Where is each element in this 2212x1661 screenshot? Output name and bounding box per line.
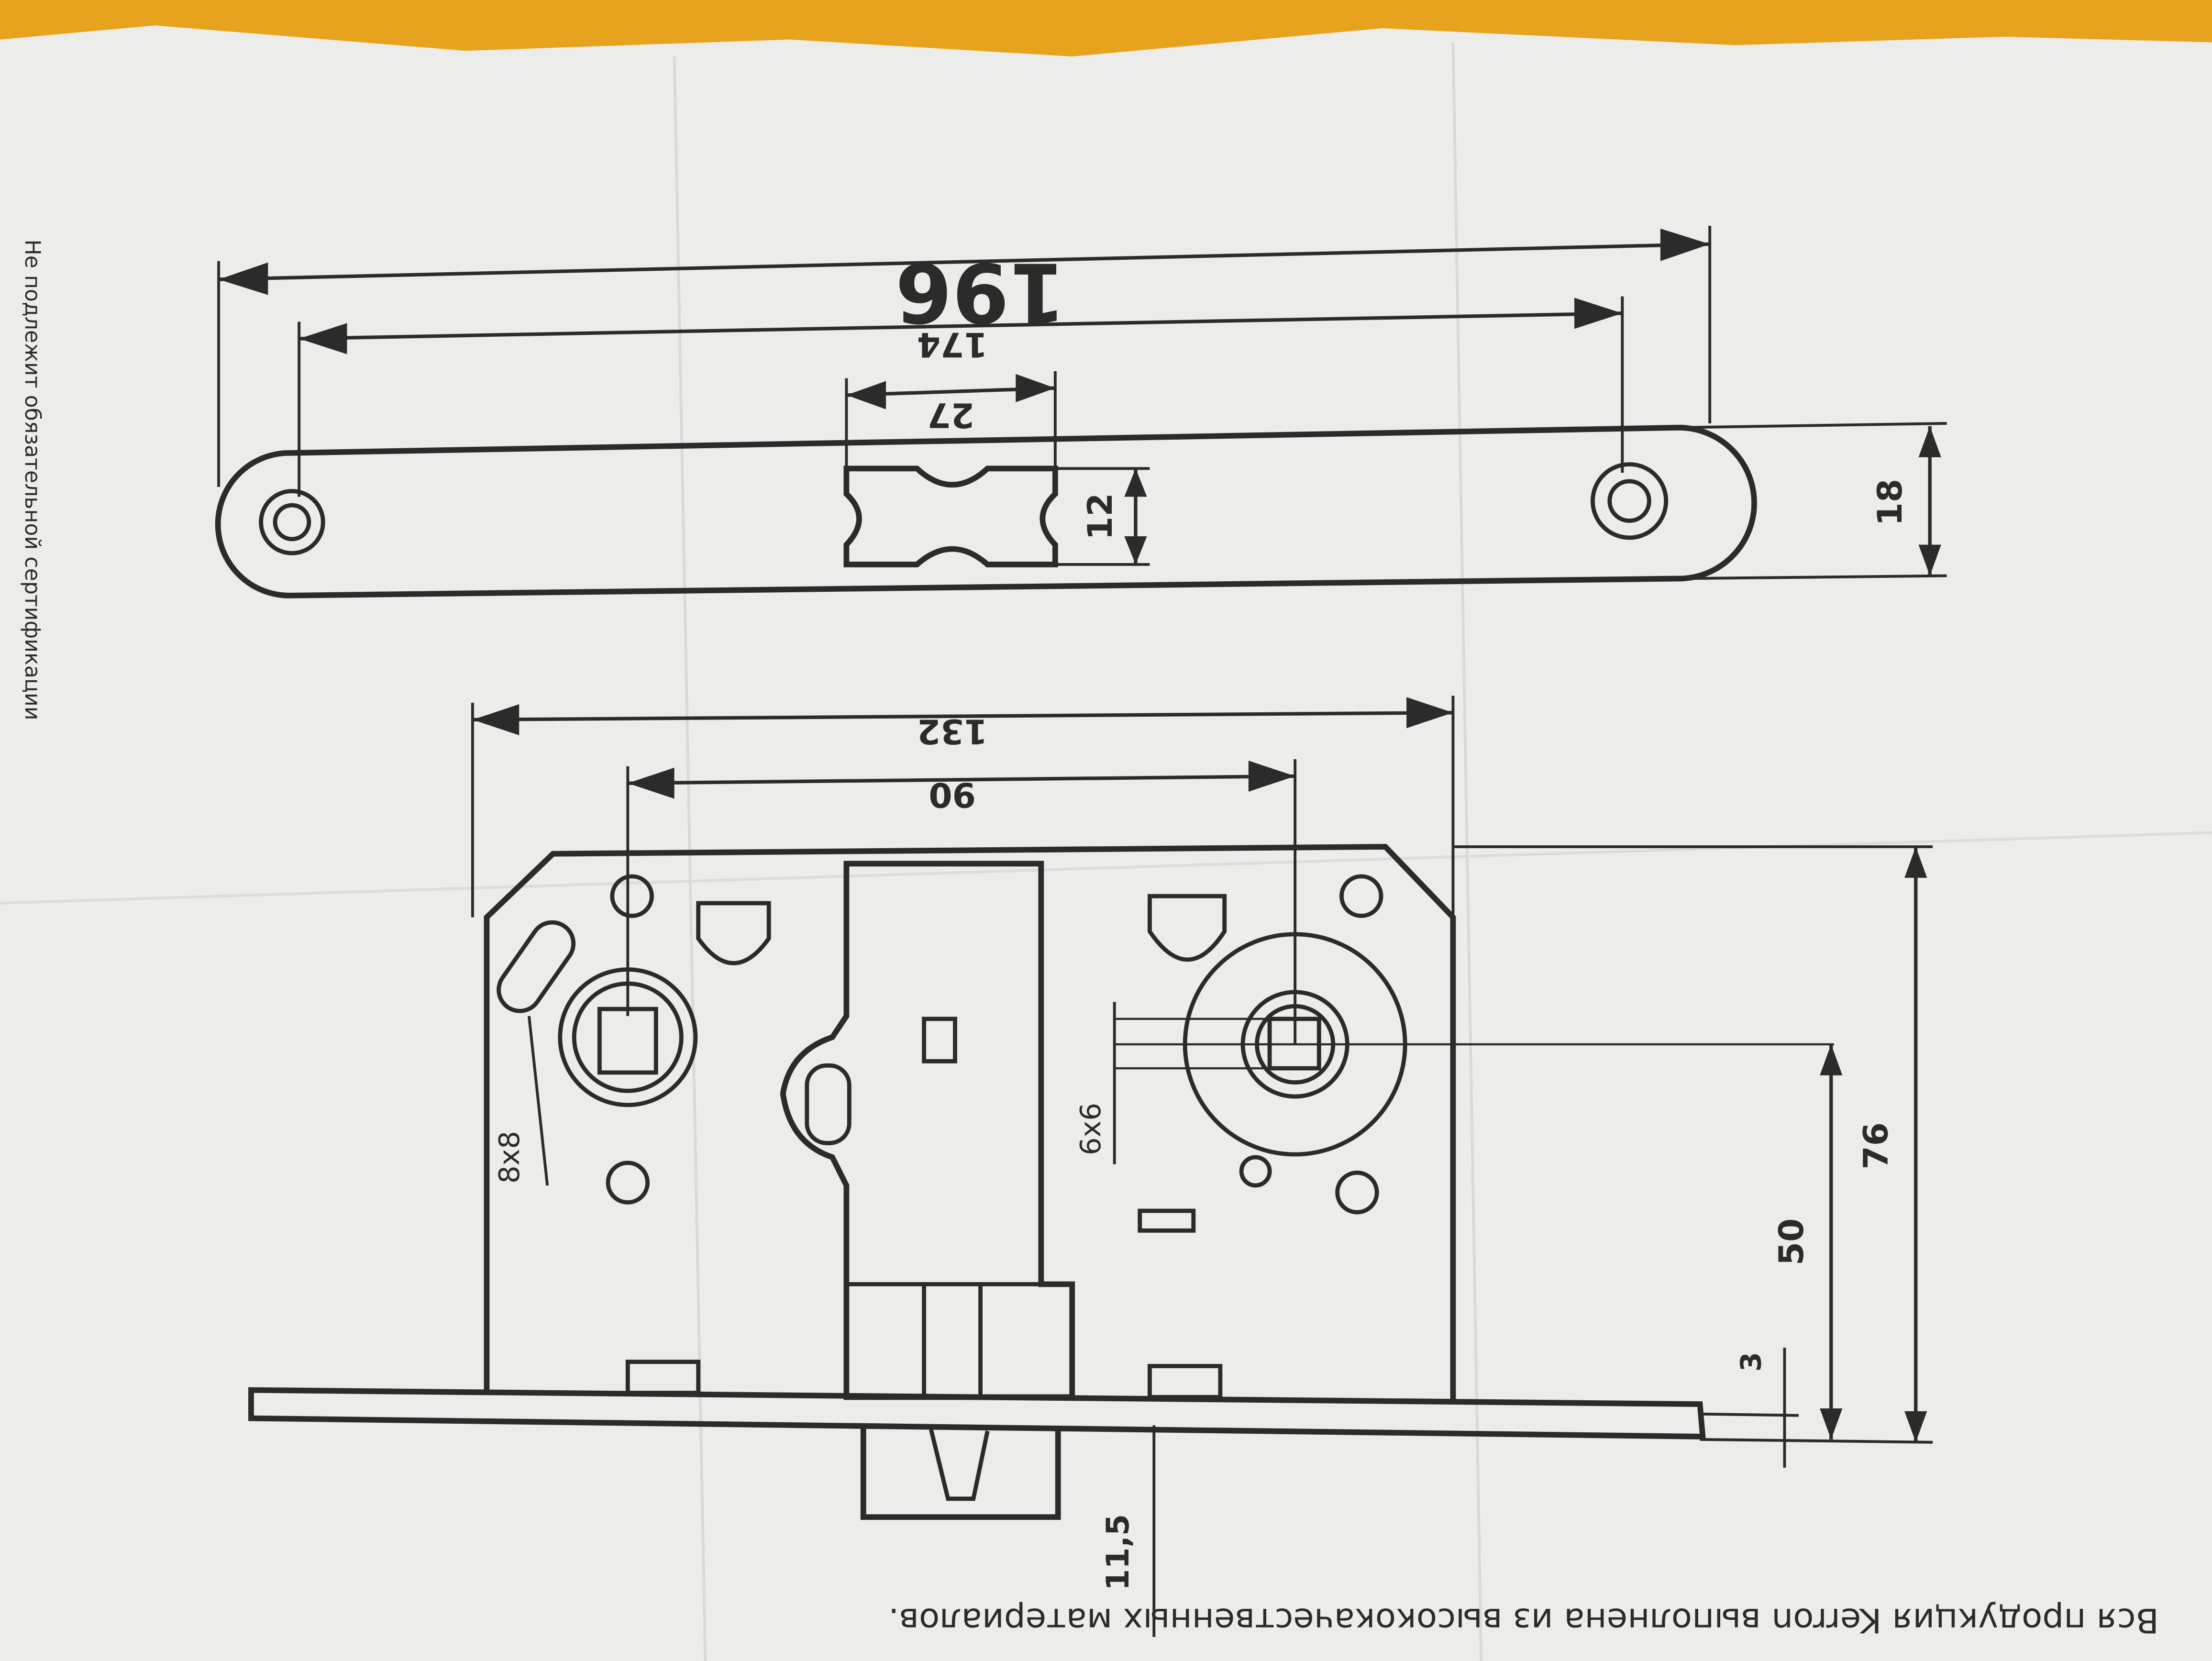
screw-hole	[606, 1161, 650, 1205]
latch-mechanism	[780, 861, 1075, 1400]
certification-note: Не подлежит обязательной сертификации	[20, 239, 44, 720]
screw-hole	[1239, 1155, 1272, 1188]
strike-plate: 196 174 27 12 18	[215, 225, 1947, 598]
mounting-hole-left-inner	[273, 503, 311, 542]
rivet-tab	[1147, 894, 1227, 962]
screw-hole	[1339, 874, 1383, 918]
fold-line	[0, 831, 2212, 905]
dim-cutout-length: 27	[927, 396, 974, 435]
dim-body-height: 76	[1856, 1122, 1896, 1169]
slot-opening	[805, 1063, 852, 1145]
latch-marker	[922, 1017, 957, 1063]
slotted-hole	[497, 920, 576, 1013]
dim-spindle-spacing: 90	[929, 775, 975, 815]
rivet-tab	[696, 901, 771, 965]
mounting-hole-right-inner	[1607, 479, 1651, 523]
dim-plate-width: 18	[1870, 479, 1910, 526]
dim-cylinder-square: 6x6	[1074, 1103, 1107, 1155]
dim-overall-length: 132	[917, 711, 988, 751]
mounting-hole-right	[1590, 462, 1669, 540]
screw-hole	[1335, 1170, 1379, 1215]
product-quality-statement: Вся продукция Kerron выполнена из высоко…	[888, 1601, 2159, 1640]
rivet-tab	[625, 1360, 701, 1395]
dim-faceplate-thickness: 3	[1734, 1352, 1767, 1372]
dim-latch-offset: 11,5	[1100, 1514, 1136, 1591]
latch-bolt	[860, 1425, 1061, 1520]
dim-hole-spacing: 174	[917, 325, 988, 365]
screw-hole	[610, 874, 654, 918]
paper-sheet	[0, 25, 2212, 1661]
dim-backset: 50	[1771, 1218, 1811, 1265]
dim-cutout-height: 12	[1080, 493, 1120, 540]
dim-spindle-square: 8x8	[493, 1131, 526, 1184]
mounting-hole-left	[259, 489, 325, 555]
rivet-tab	[1147, 1364, 1223, 1399]
faceplate	[248, 1387, 1706, 1440]
fold-line	[1451, 42, 1483, 1661]
lock-body: 132 90 8x8 6x6 50 76 3 11	[248, 696, 1933, 1637]
lock-case	[484, 844, 1456, 1405]
